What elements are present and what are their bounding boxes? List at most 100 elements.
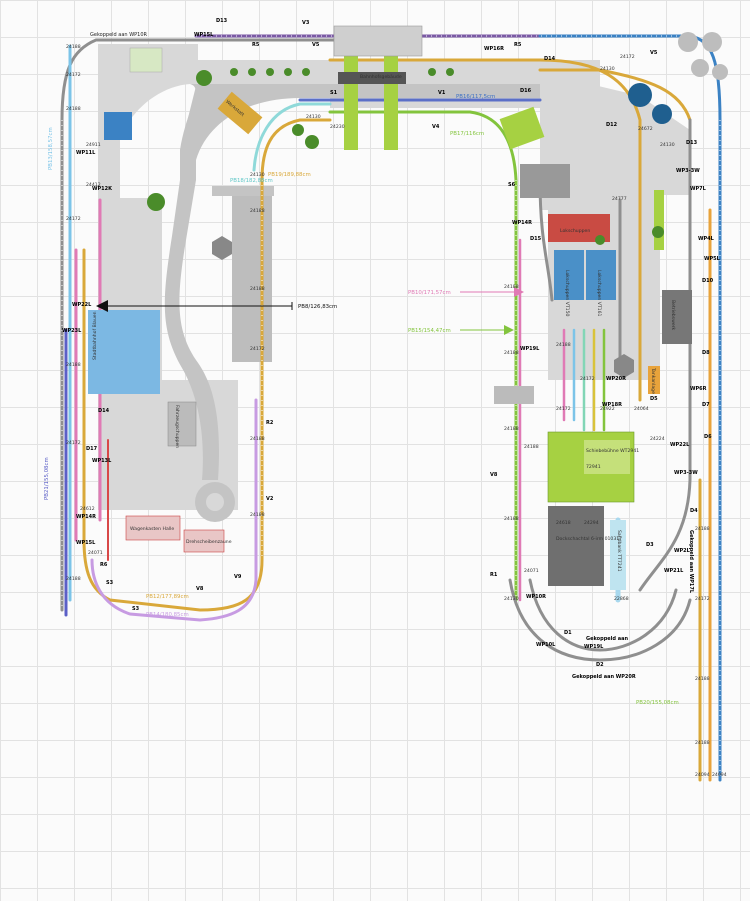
track-number: 24188 <box>250 436 265 442</box>
sandbank <box>610 520 626 590</box>
signal-label: WP21L <box>664 568 684 574</box>
track-number: 22868 <box>614 596 629 602</box>
dock-building <box>548 506 604 586</box>
blue-tank <box>628 83 652 107</box>
green-building-right <box>499 106 545 150</box>
yard-grey-center <box>538 178 622 362</box>
label-lok2: Lokschuppen VT161 <box>596 270 602 317</box>
track-number: 24130 <box>306 114 321 120</box>
tree <box>595 235 605 245</box>
track-grey-loop-br2 <box>528 578 678 652</box>
buildings <box>88 25 728 590</box>
signal-label: D12 <box>606 122 618 128</box>
dimension-arrow-pb15 <box>460 325 514 335</box>
track-number: 24188 <box>695 676 710 682</box>
dimension-arrow-pb8 <box>96 300 293 312</box>
road-winding <box>164 180 220 480</box>
track-number: 24071 <box>524 568 539 574</box>
track-number: 24094 <box>712 772 727 778</box>
lower-building-2 <box>183 529 225 553</box>
blue-tank-2 <box>652 104 672 124</box>
schiebebuhne-inner <box>584 440 630 474</box>
track-number: 24188 <box>66 576 81 582</box>
track-number: 24064 <box>634 406 649 412</box>
green-right-box <box>654 190 664 250</box>
signal-label: WP10R <box>526 594 546 600</box>
signal-label: WP15L <box>194 32 214 38</box>
signal-label: WP11L <box>76 150 96 156</box>
measure-pb10: PB10/171,57cm <box>408 290 451 296</box>
hex-structure <box>212 236 232 260</box>
track-number: 24188 <box>250 512 265 518</box>
measure-pb19: PB19/189,88cm <box>268 172 311 178</box>
signal-label: WP16R <box>484 46 504 52</box>
signal-label: D6 <box>704 434 712 440</box>
station-hall <box>333 25 423 57</box>
signal-label: WP3-3W <box>674 470 698 476</box>
road-top <box>180 84 540 180</box>
signal-label: V8 <box>196 586 204 592</box>
signal-label: V5 <box>312 42 320 48</box>
measure-pb13: PB13/158,57cm <box>48 127 54 170</box>
green-platform-top <box>344 30 358 150</box>
track-number: 24294 <box>584 520 599 526</box>
roundabout-center <box>206 493 224 511</box>
track-number: 24172 <box>250 346 265 352</box>
signal-label: WP15L <box>76 540 96 546</box>
signal-label: V4 <box>432 124 440 130</box>
signal-label: WP13L <box>92 458 112 464</box>
bahnhof-block <box>520 164 570 198</box>
label-fahrzeuge: Fahrzeugschuppen <box>174 405 180 448</box>
track-number: 24172 <box>556 406 571 412</box>
measure-pb15: PB15/154,47cm <box>408 328 451 334</box>
tree <box>196 70 212 86</box>
label-wagenhalle: Wagenkasten Halle <box>130 526 174 532</box>
signal-label: D14 <box>544 56 556 62</box>
yard-building-left <box>104 112 132 140</box>
station-roof <box>338 72 406 84</box>
track-number: 24188 <box>504 426 519 432</box>
signal-label: WP2L <box>674 548 691 554</box>
measure-pb14: PB14/180,85cm <box>146 612 189 618</box>
orange-box <box>648 366 660 394</box>
signal-label: D3 <box>646 542 654 548</box>
track-number: 24188 <box>66 44 81 50</box>
green-platform-top2 <box>384 30 398 150</box>
signal-label: WP22L <box>670 442 690 448</box>
tree <box>446 68 454 76</box>
measurement-labels: PB16/117,5cm PB17/116cm PB18/182,88cm PB… <box>44 94 679 706</box>
track-number: 24224 <box>650 436 665 442</box>
track-number: 24672 <box>638 126 653 132</box>
track-number: 24911 <box>86 142 101 148</box>
annotations: Gekoppeld aan WP10R Gekoppeld aan WP19L … <box>90 32 694 680</box>
water-pool <box>88 310 160 394</box>
signal-label: D7 <box>702 402 710 408</box>
werkstatt-building <box>217 91 263 135</box>
light-green-box <box>129 47 163 73</box>
tree <box>147 193 165 211</box>
label-sandbank: Sandbank TT7241 <box>616 530 622 572</box>
signal-label: D8 <box>702 350 710 356</box>
signal-label: WP4L <box>698 236 715 242</box>
signal-label: V2 <box>266 496 274 502</box>
signal-label: WP3-3W <box>676 168 700 174</box>
arrow-head <box>96 300 108 312</box>
signal-label: D10 <box>702 278 714 284</box>
tank-2 <box>702 32 722 52</box>
lokschuppen-1 <box>554 250 584 300</box>
track-mustard-main <box>328 58 692 402</box>
signal-label: V9 <box>234 574 242 580</box>
track-number: 24230 <box>330 124 345 130</box>
signal-label: WP14R <box>512 220 532 226</box>
track-number: 24172 <box>620 54 635 60</box>
track-number: 24130 <box>660 142 675 148</box>
tree <box>292 124 304 136</box>
tree <box>302 68 310 76</box>
signal-label: D17 <box>86 446 98 452</box>
label-schiebebuhne: Schiebebühne WT2941 <box>586 448 639 454</box>
road-top-diagonal <box>180 86 216 150</box>
track-number: 24188 <box>695 740 710 746</box>
label-schiebe-sub: 72941 <box>586 464 601 470</box>
signal-label: R2 <box>266 420 274 426</box>
signal-label: WP22L <box>72 302 92 308</box>
